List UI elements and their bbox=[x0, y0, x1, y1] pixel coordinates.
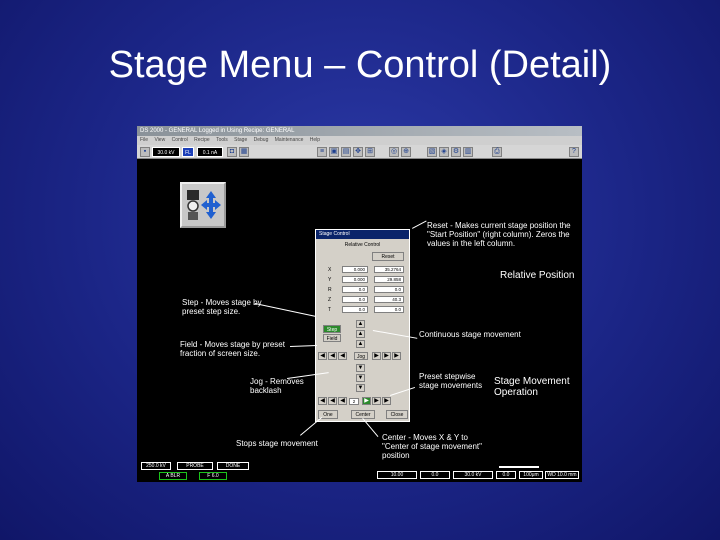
status-blr: A BLR bbox=[159, 472, 187, 480]
operation-annotation: Stage Movement Operation bbox=[494, 376, 570, 398]
dialog-subtitle: Relative Control bbox=[344, 242, 381, 248]
status-probe: PROBE bbox=[177, 462, 213, 470]
down-arrow-button-2[interactable]: ▼ bbox=[356, 374, 365, 382]
detector-icon[interactable]: ▧ bbox=[427, 147, 437, 157]
slide-title: Stage Menu – Control (Detail) bbox=[108, 44, 612, 86]
left-step-button[interactable]: ◀ bbox=[338, 352, 347, 360]
field-annotation: Field - Moves stage by preset fraction o… bbox=[180, 340, 285, 358]
step-annotation: Step - Moves stage by preset step size. bbox=[182, 298, 262, 316]
stage-tool-icon[interactable]: ✥ bbox=[353, 147, 363, 157]
left-button[interactable]: ◀ bbox=[328, 352, 337, 360]
current-readout[interactable]: 0.1 nA bbox=[197, 147, 223, 157]
axis-label-y: Y bbox=[328, 277, 332, 283]
up-arrow-button-2[interactable]: ▲ bbox=[356, 330, 365, 338]
right-step-button[interactable]: ▶ bbox=[372, 352, 381, 360]
step-left-button[interactable]: ◀ bbox=[328, 397, 337, 405]
status-r1: 10.00 bbox=[377, 471, 417, 479]
status-kv: 250.0 kV bbox=[141, 462, 171, 470]
one-button[interactable]: One bbox=[318, 410, 338, 419]
status-r3: 30.0 kV bbox=[453, 471, 493, 479]
menu-tools[interactable]: Tools bbox=[216, 137, 228, 143]
up-arrow-button[interactable]: ▲ bbox=[356, 320, 365, 328]
step-left-small-button[interactable]: ◀ bbox=[338, 397, 347, 405]
axis-label-z: Z bbox=[328, 297, 332, 303]
focus-icon[interactable]: ◎ bbox=[389, 147, 399, 157]
scale-bar bbox=[499, 466, 539, 468]
status-r4: 0.0 bbox=[496, 471, 516, 479]
up-arrow-button-3[interactable]: ▲ bbox=[356, 340, 365, 348]
stage-control-icon[interactable] bbox=[180, 182, 226, 228]
value-x[interactable]: 0.000 bbox=[342, 266, 368, 273]
dialog-title: Stage Control bbox=[316, 230, 409, 239]
scan-icon[interactable]: ≡ bbox=[317, 147, 327, 157]
scale-bar-label: 100μm bbox=[519, 471, 543, 479]
camera-icon[interactable]: ◘ bbox=[227, 147, 237, 157]
field-button[interactable]: Field bbox=[323, 334, 341, 342]
measure-icon[interactable]: ⊞ bbox=[365, 147, 375, 157]
mode-readout[interactable]: FL bbox=[182, 147, 194, 157]
status-done: DONE bbox=[217, 462, 249, 470]
vacuum-icon[interactable]: ◈ bbox=[439, 147, 449, 157]
beam-icon[interactable]: ▪ bbox=[140, 147, 150, 157]
help-icon[interactable]: ? bbox=[569, 147, 579, 157]
settings-icon[interactable]: ⚙ bbox=[451, 147, 461, 157]
rel-z: 40.3 bbox=[374, 296, 404, 303]
step-right-small-button[interactable]: ▶ bbox=[362, 397, 371, 405]
image-icon[interactable]: ▣ bbox=[329, 147, 339, 157]
stage-control-dialog: Stage Control Relative Control Reset X 0… bbox=[315, 229, 410, 422]
axis-label-x: X bbox=[328, 267, 332, 273]
filter-icon[interactable]: ▤ bbox=[341, 147, 351, 157]
step-left-fast-button[interactable]: ◀ bbox=[318, 397, 327, 405]
reset-button[interactable]: Reset bbox=[372, 252, 404, 261]
rel-t: 0.0 bbox=[374, 306, 404, 313]
menu-stage[interactable]: Stage bbox=[234, 137, 248, 143]
status-r2: 0.0 bbox=[420, 471, 450, 479]
menu-control[interactable]: Control bbox=[171, 137, 188, 143]
axis-label-r: R bbox=[328, 287, 332, 293]
menu-recipe[interactable]: Recipe bbox=[194, 137, 210, 143]
report-icon[interactable]: ▥ bbox=[463, 147, 473, 157]
continuous-annotation: Continuous stage movement bbox=[419, 330, 521, 339]
axis-label-t: T bbox=[328, 307, 332, 313]
step-count-field[interactable]: 2 bbox=[349, 398, 359, 405]
menu-maintenance[interactable]: Maintenance bbox=[274, 137, 304, 143]
value-r[interactable]: 0.0 bbox=[342, 286, 368, 293]
right-button[interactable]: ▶ bbox=[382, 352, 391, 360]
status-f: F 6.0 bbox=[199, 472, 227, 480]
status-wd: WD 10.0 mm bbox=[545, 471, 579, 479]
value-t[interactable]: 0.0 bbox=[342, 306, 368, 313]
value-z[interactable]: 0.0 bbox=[342, 296, 368, 303]
down-arrow-button[interactable]: ▼ bbox=[356, 364, 365, 372]
window-title: DS 2000 - GENERAL Logged in Using Recipe… bbox=[137, 126, 582, 136]
center-annotation: Center - Moves X & Y to "Center of stage… bbox=[382, 433, 482, 460]
reset-annotation: Reset - Makes current stage position the… bbox=[427, 221, 571, 248]
rel-x: 35.2764 bbox=[374, 266, 404, 273]
rel-y: 29.858 bbox=[374, 276, 404, 283]
kv-readout[interactable]: 30.0 kV bbox=[152, 147, 180, 157]
zoom-icon[interactable]: ⊕ bbox=[401, 147, 411, 157]
menu-debug[interactable]: Debug bbox=[253, 137, 269, 143]
preset-annotation: Preset stepwise stage movements bbox=[419, 372, 483, 390]
jog-button[interactable]: Jog bbox=[354, 352, 368, 360]
stops-annotation: Stops stage movement bbox=[236, 439, 318, 448]
relative-position-annotation: Relative Position bbox=[500, 270, 575, 281]
rel-r: 0.0 bbox=[374, 286, 404, 293]
menu-file[interactable]: File bbox=[140, 137, 149, 143]
step-right-fast-button[interactable]: ▶ bbox=[382, 397, 391, 405]
step-right-button[interactable]: ▶ bbox=[372, 397, 381, 405]
menu-bar: File View Control Recipe Tools Stage Deb… bbox=[137, 136, 582, 145]
toolbar: ▪ 30.0 kV FL 0.1 nA ◘ ▦ ≡ ▣ ▤ ✥ ⊞ ◎ ⊕ ▧ … bbox=[137, 145, 582, 159]
menu-view[interactable]: View bbox=[154, 137, 166, 143]
grid-icon[interactable]: ▦ bbox=[239, 147, 249, 157]
step-button[interactable]: Step bbox=[323, 325, 341, 333]
print-icon[interactable]: ⎙ bbox=[492, 147, 502, 157]
jog-annotation: Jog - Removes backlash bbox=[250, 377, 304, 395]
right-fast-button[interactable]: ▶ bbox=[392, 352, 401, 360]
down-arrow-button-3[interactable]: ▼ bbox=[356, 384, 365, 392]
app-screenshot: DS 2000 - GENERAL Logged in Using Recipe… bbox=[137, 126, 582, 482]
left-fast-button[interactable]: ◀ bbox=[318, 352, 327, 360]
close-button[interactable]: Close bbox=[386, 410, 408, 419]
menu-help[interactable]: Help bbox=[309, 137, 321, 143]
value-y[interactable]: 0.000 bbox=[342, 276, 368, 283]
